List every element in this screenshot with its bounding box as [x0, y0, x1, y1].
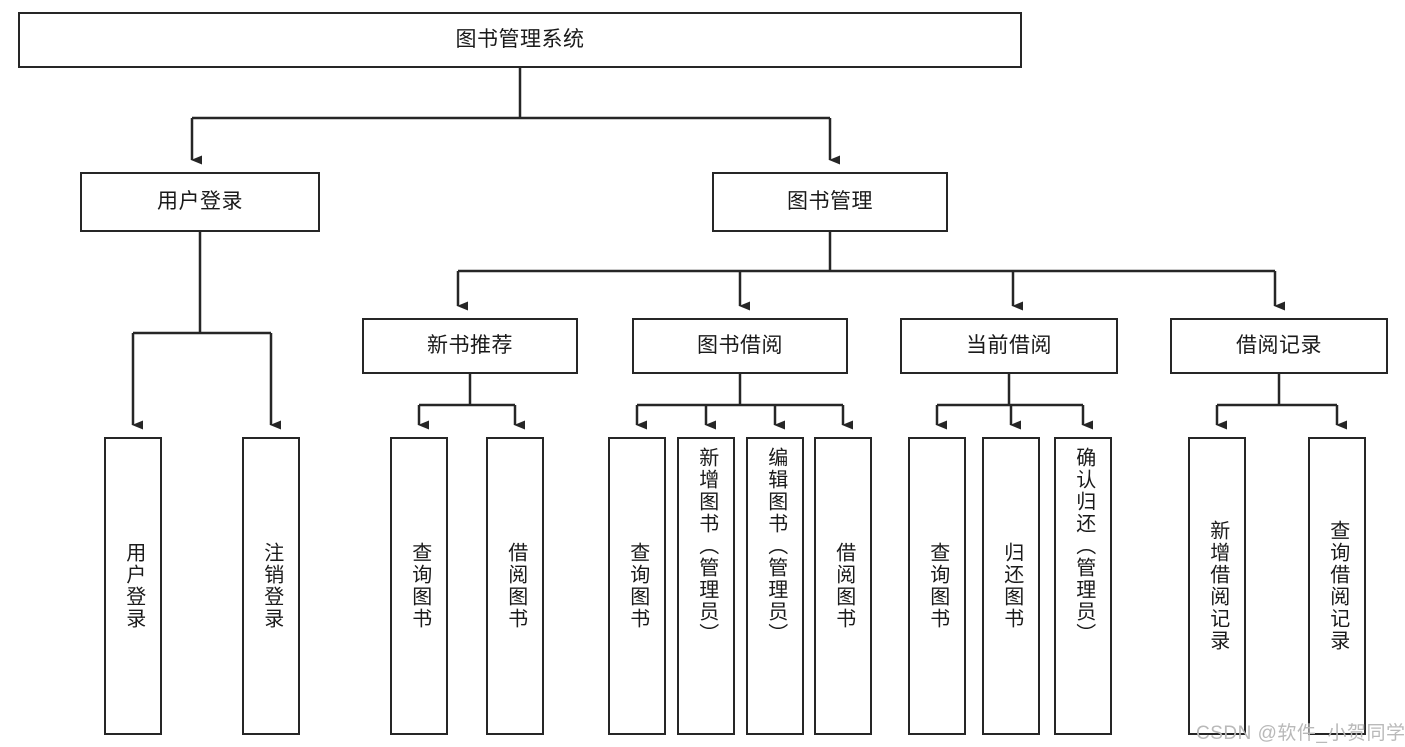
node-borrow-record[interactable]: 借阅记录 — [1170, 318, 1388, 374]
node-current-borrow[interactable]: 当前借阅 — [900, 318, 1118, 374]
node-label: 新增借阅记录 — [1206, 520, 1229, 652]
node-leaf-query-book-current[interactable]: 查询图书 — [908, 437, 966, 735]
node-user-login[interactable]: 用户登录 — [80, 172, 320, 232]
node-label: 图书管理 — [787, 189, 873, 213]
node-label: 图书借阅 — [697, 333, 783, 357]
node-label: 用户登录 — [157, 189, 243, 213]
node-label: 查询图书 — [626, 542, 649, 630]
node-root[interactable]: 图书管理系统 — [18, 12, 1022, 68]
node-label: 新书推荐 — [427, 333, 513, 357]
node-leaf-user-login[interactable]: 用户登录 — [104, 437, 162, 735]
node-label: 新增图书（管理员） — [695, 447, 718, 645]
node-leaf-edit-book-admin[interactable]: 编辑图书（管理员） — [746, 437, 804, 735]
node-leaf-add-book-admin[interactable]: 新增图书（管理员） — [677, 437, 735, 735]
watermark-text: CSDN @软件_小贺同学 — [1196, 723, 1405, 744]
edge-group — [131, 68, 1347, 430]
node-label: 归还图书 — [1000, 542, 1023, 630]
node-new-book-recommend[interactable]: 新书推荐 — [362, 318, 578, 374]
node-label: 编辑图书（管理员） — [764, 447, 787, 645]
node-label: 图书管理系统 — [455, 27, 585, 51]
node-leaf-return-book[interactable]: 归还图书 — [982, 437, 1040, 735]
node-leaf-query-borrow-record[interactable]: 查询借阅记录 — [1308, 437, 1366, 735]
node-label: 用户登录 — [122, 542, 145, 630]
node-label: 注销登录 — [260, 542, 283, 630]
node-label: 查询图书 — [408, 542, 431, 630]
node-leaf-add-borrow-record[interactable]: 新增借阅记录 — [1188, 437, 1246, 735]
node-label: 借阅记录 — [1236, 333, 1322, 357]
node-book-management[interactable]: 图书管理 — [712, 172, 948, 232]
node-book-borrow[interactable]: 图书借阅 — [632, 318, 848, 374]
node-leaf-logout-login[interactable]: 注销登录 — [242, 437, 300, 735]
node-label: 借阅图书 — [504, 542, 527, 630]
node-leaf-confirm-return-admin[interactable]: 确认归还（管理员） — [1054, 437, 1112, 735]
node-leaf-query-book-borrow[interactable]: 查询图书 — [608, 437, 666, 735]
node-leaf-borrow-book-recommend[interactable]: 借阅图书 — [486, 437, 544, 735]
node-label: 当前借阅 — [966, 333, 1052, 357]
node-label: 确认归还（管理员） — [1072, 447, 1095, 645]
node-label: 借阅图书 — [832, 542, 855, 630]
node-label: 查询图书 — [926, 542, 949, 630]
node-leaf-query-book-recommend[interactable]: 查询图书 — [390, 437, 448, 735]
node-leaf-borrow-book[interactable]: 借阅图书 — [814, 437, 872, 735]
node-label: 查询借阅记录 — [1326, 520, 1349, 652]
